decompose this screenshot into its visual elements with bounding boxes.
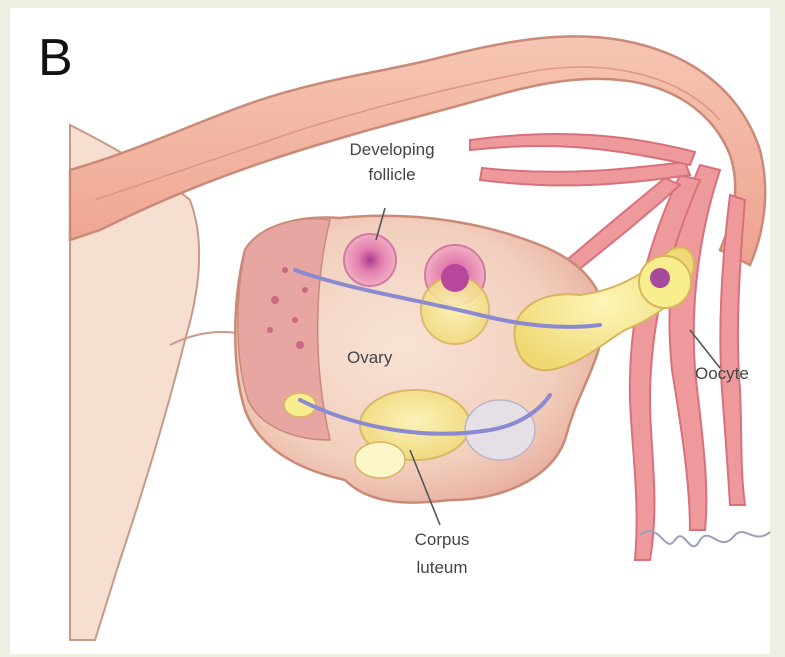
artist-signature — [640, 531, 770, 546]
oocyte — [639, 256, 691, 308]
label-oocyte: Oocyte — [695, 364, 749, 383]
label-corpus-luteum-line2: luteum — [416, 558, 467, 577]
label-developing-follicle-line1: Developing — [349, 140, 434, 159]
panel-letter: B — [38, 29, 73, 87]
label-developing-follicle-line2: follicle — [368, 165, 415, 184]
label-corpus-luteum-line1: Corpus — [415, 530, 470, 549]
label-ovary: Ovary — [347, 348, 393, 367]
